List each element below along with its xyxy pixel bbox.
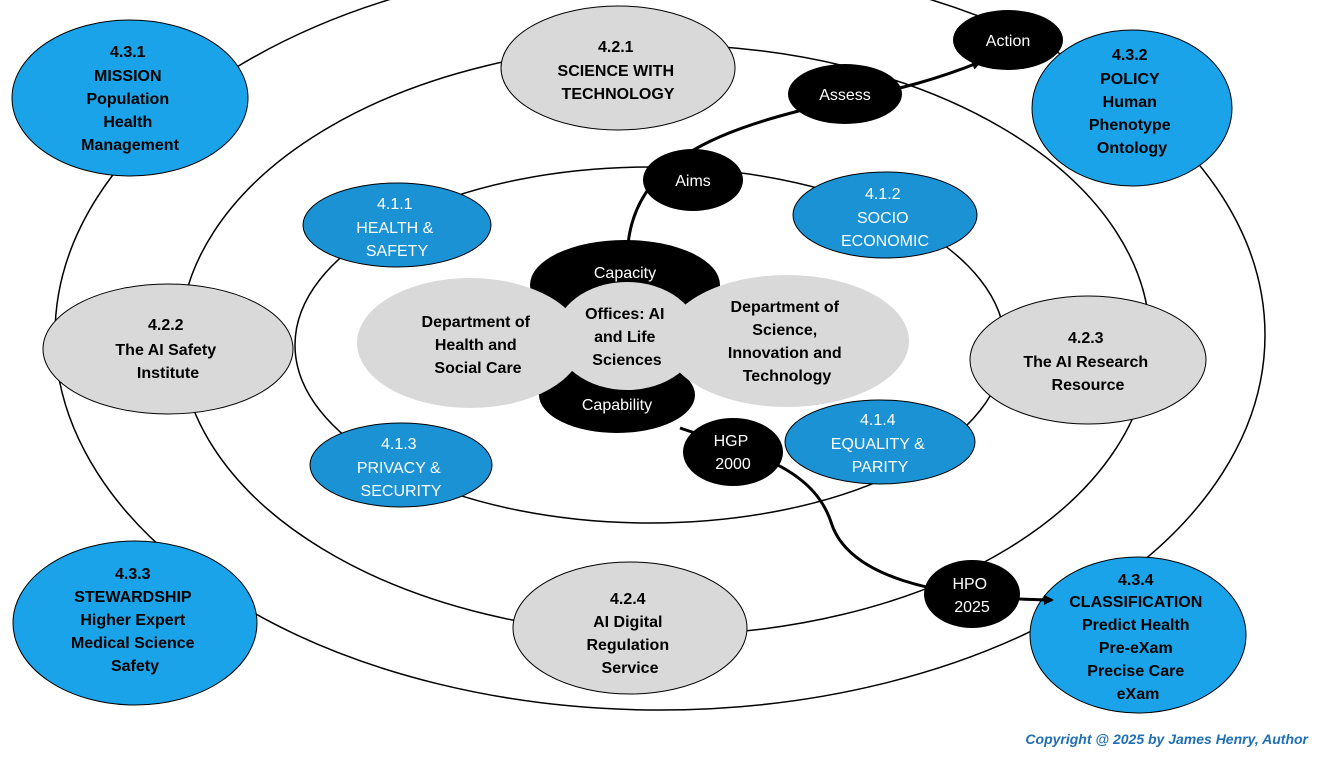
hpo-2025-node: HPO 2025 bbox=[924, 560, 1020, 628]
svg-text:HPO 2025: HPO 2025 bbox=[952, 576, 991, 616]
action-node: Action bbox=[953, 10, 1063, 70]
svg-text:Action: Action bbox=[986, 33, 1030, 50]
svg-text:4.2.3 The AI Research: 4.2.3 The AI Research Resource bbox=[1023, 330, 1152, 394]
svg-text:Offices: AI and Life: Offices: AI and Life Sciences bbox=[585, 306, 669, 369]
svg-text:4.2.2 The AI Safety: 4.2.2 The AI Safety Institute bbox=[115, 317, 220, 382]
node-4-3-3: 4.3.3 STEWARDSHIP Higher Expert Medical … bbox=[12, 540, 258, 706]
node-4-1-2: 4.1.2 SOCIO ECONOMIC bbox=[792, 171, 978, 259]
svg-text:HGP 2000: HGP 2000 bbox=[714, 433, 753, 473]
svg-text:4.1.2 SOCIO ECONOM: 4.1.2 SOCIO ECONOMIC bbox=[841, 186, 929, 250]
hgp-2000-node: HGP 2000 bbox=[683, 418, 783, 486]
node-4-3-1: 4.3.1 MISSION Population Health Manageme… bbox=[11, 19, 249, 177]
svg-text:4.3.2 POLICY Human: 4.3.2 POLICY Human Phenotype Ontology bbox=[1089, 47, 1175, 157]
dept-dhsc-node: Department of Health and Social Care bbox=[357, 278, 583, 408]
svg-text:4.1.4 EQUALITY & P: 4.1.4 EQUALITY & PARITY bbox=[831, 412, 929, 476]
node-4-3-2: 4.3.2 POLICY Human Phenotype Ontology bbox=[1031, 29, 1233, 187]
node-4-1-4: 4.1.4 EQUALITY & PARITY bbox=[784, 399, 976, 485]
svg-text:Aims: Aims bbox=[675, 173, 711, 190]
copyright-notice: Copyright @ 2025 by James Henry, Author bbox=[1025, 731, 1309, 747]
svg-text:4.2.1 SCIENCE WITH: 4.2.1 SCIENCE WITH TECHNOLOGY bbox=[558, 39, 679, 103]
node-4-1-1: 4.1.1 HEALTH & SAFETY bbox=[302, 182, 492, 268]
offices-ai-life-sciences-node: Offices: AI and Life Sciences bbox=[555, 282, 699, 390]
svg-text:4.3.4 CLASSIFICATION: 4.3.4 CLASSIFICATION Predict Health Pre-… bbox=[1069, 572, 1206, 703]
node-4-2-4: 4.2.4 AI Digital Regulation Service bbox=[512, 561, 748, 695]
node-4-2-2: 4.2.2 The AI Safety Institute bbox=[42, 283, 294, 415]
node-4-3-4: 4.3.4 CLASSIFICATION Predict Health Pre-… bbox=[1029, 556, 1247, 714]
svg-text:Department of Science,: Department of Science, Innovation and Te… bbox=[728, 299, 846, 385]
svg-text:Assess: Assess bbox=[819, 87, 871, 104]
dept-dsit-node: Department of Science, Innovation and Te… bbox=[665, 275, 909, 407]
node-4-2-3: 4.2.3 The AI Research Resource bbox=[969, 295, 1207, 425]
svg-text:4.2.4 AI Digital R: 4.2.4 AI Digital Regulation Service bbox=[586, 591, 673, 677]
svg-text:4.3.3 STEWARDSHIP: 4.3.3 STEWARDSHIP Higher Expert Medical … bbox=[71, 566, 199, 675]
svg-text:4.1.1 HEALTH & SAF: 4.1.1 HEALTH & SAFETY bbox=[356, 196, 438, 260]
node-4-2-1: 4.2.1 SCIENCE WITH TECHNOLOGY bbox=[500, 5, 736, 131]
svg-text:Department of Health and: Department of Health and Social Care bbox=[422, 314, 535, 377]
assess-node: Assess bbox=[788, 64, 902, 124]
aims-node: Aims bbox=[643, 149, 743, 211]
svg-text:4.3.1 MISSION Popu: 4.3.1 MISSION Population Health Manageme… bbox=[81, 44, 179, 154]
svg-text:4.1.3 PRIVACY & SE: 4.1.3 PRIVACY & SECURITY bbox=[357, 436, 445, 500]
svg-text:Capacity: Capacity bbox=[594, 265, 656, 282]
node-4-1-3: 4.1.3 PRIVACY & SECURITY bbox=[309, 422, 493, 508]
svg-text:Capability: Capability bbox=[582, 397, 652, 414]
